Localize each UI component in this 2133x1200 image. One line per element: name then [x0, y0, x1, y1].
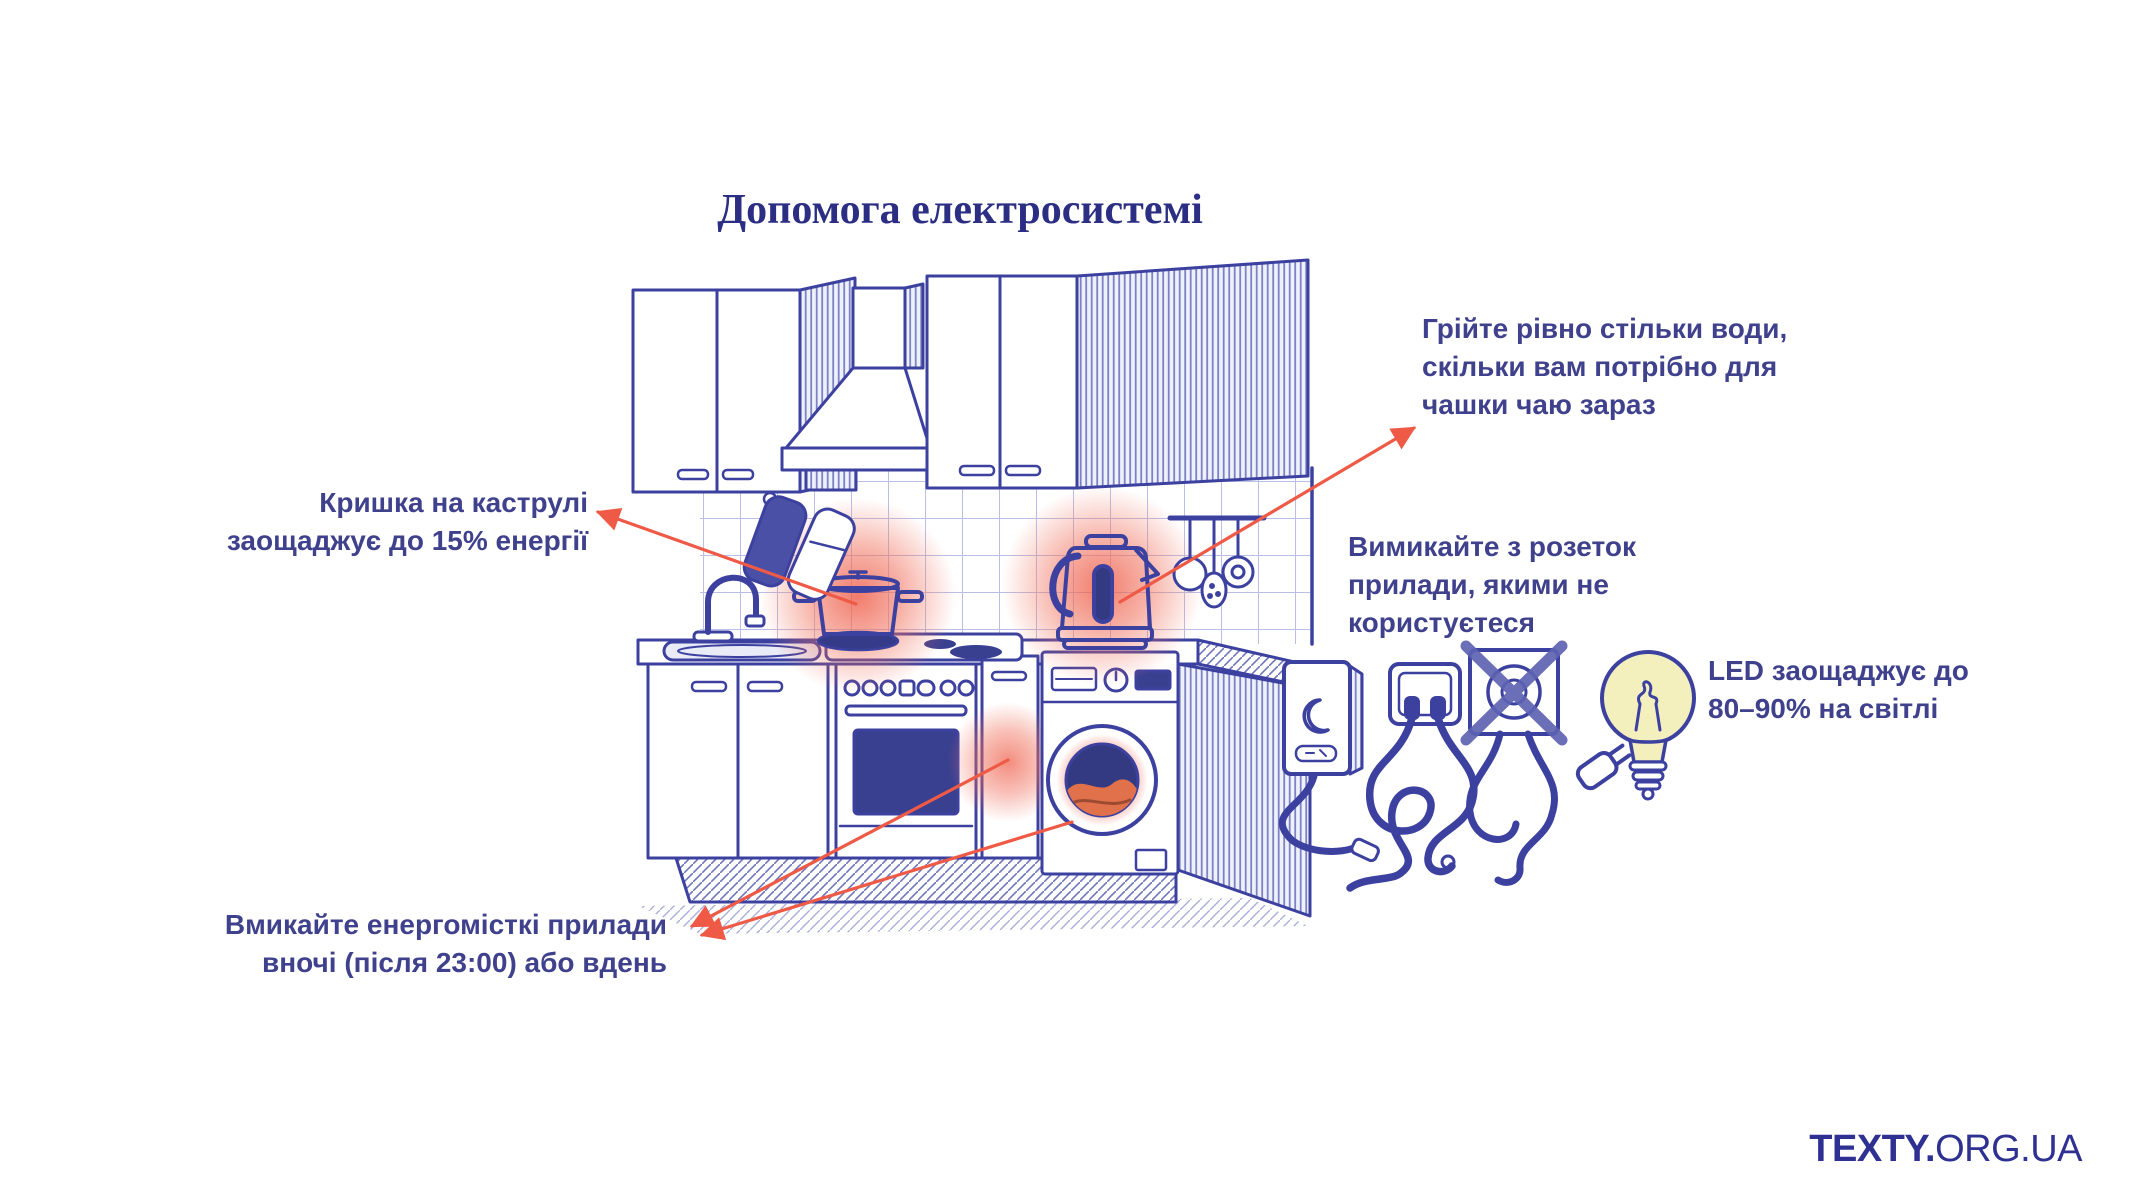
range-hood-icon: [780, 282, 948, 492]
texty-logo-bold: TEXTY.: [1809, 1128, 1936, 1170]
texty-logo: TEXTY.ORG.UA: [1809, 1128, 2082, 1171]
pot-icon: [792, 570, 924, 652]
led-bulb-icon: [1600, 650, 1696, 801]
utensil-rail-icon: [1167, 515, 1267, 609]
annotation-led-savings: LED заощаджує до 80–90% на світлі: [1708, 655, 1969, 725]
washing-machine-icon: [1040, 650, 1180, 876]
dishwasher-glow: [948, 702, 1068, 822]
oven-mitts-icon: [742, 491, 856, 601]
crossed-out-socket-icon: [1460, 640, 1632, 886]
annotation-pot-lid: Кришка на каструлі заощаджує до 15% енер…: [226, 487, 588, 557]
socket-with-plugs-icon: [1346, 662, 1478, 892]
annotation-arrows: [595, 426, 1417, 941]
unplugged-plug-icon: [1575, 743, 1632, 791]
faucet-icon: [692, 574, 766, 643]
floor-shadow: [638, 898, 1308, 934]
water-heater-icon: [1278, 660, 1380, 863]
arrow-pot: [595, 507, 858, 606]
texty-logo-regular: ORG.UA: [1935, 1128, 2082, 1170]
arrow-washer: [699, 820, 1074, 941]
arrow-kettle: [1118, 426, 1417, 604]
kettle-icon: [1049, 534, 1160, 650]
sink-cabinet: [646, 662, 830, 860]
page-title: Допомога електросистемі: [717, 187, 1203, 233]
annotation-kettle-water: Грійте рівно стільки води, скільки вам п…: [1422, 313, 1788, 421]
wall-cabinet-right: [925, 258, 1310, 490]
arrow-dishwasher: [689, 758, 1010, 928]
annotation-night-usage: Вмикайте енергомісткі прилади вночі (піс…: [224, 909, 667, 979]
annotation-unplug-sockets: Вимикайте з розеток прилади, якими не ко…: [1348, 531, 1636, 639]
